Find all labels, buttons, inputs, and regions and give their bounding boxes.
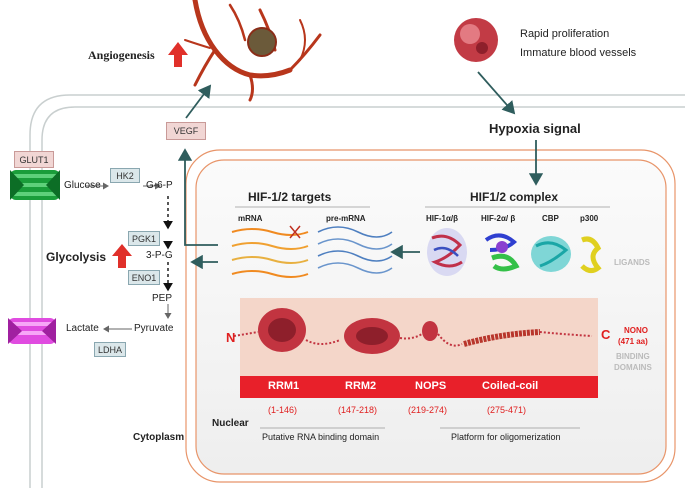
domain-rrm2-range: (147-218) bbox=[338, 405, 378, 415]
domain-nops-range: (219-274) bbox=[408, 405, 448, 415]
glut1-box: GLUT1 bbox=[14, 151, 54, 168]
rapid-proliferation-label: Rapid proliferation bbox=[520, 28, 610, 40]
hif1-label: HIF-1α/β bbox=[426, 214, 459, 223]
eno1-box: ENO1 bbox=[128, 270, 160, 285]
domain-coiled-coil-range: (275-471) bbox=[487, 405, 527, 415]
binding-label: BINDING bbox=[616, 352, 650, 361]
glut1-transporter-icon bbox=[10, 170, 60, 200]
cell-membrane bbox=[29, 94, 685, 488]
nono-length-label: (471 aa) bbox=[618, 337, 648, 346]
tumor-mass-icon bbox=[247, 27, 277, 57]
nuclear-label: Nuclear bbox=[212, 418, 249, 429]
ligands-label: LIGANDS bbox=[614, 258, 650, 267]
c-terminus-label: C bbox=[601, 327, 611, 342]
arrow-targets-to-vegf bbox=[177, 148, 218, 246]
domains-label: DOMAINS bbox=[614, 363, 652, 372]
nono-protein-ribbon-icon bbox=[233, 308, 593, 354]
cbp-label: CBP bbox=[542, 214, 559, 223]
glycolysis-up-arrow-icon bbox=[112, 244, 132, 268]
n-terminus-label: N bbox=[226, 330, 236, 345]
domain-rrm2-label: RRM2 bbox=[345, 380, 377, 392]
hif2-label: HIF-2α/ β bbox=[481, 214, 516, 223]
glycolysis-label: Glycolysis bbox=[46, 250, 107, 264]
rna-binding-label: Putative RNA binding domain bbox=[262, 432, 380, 442]
arrow-vegf-to-angiogenesis bbox=[185, 84, 212, 119]
domain-nops-label: NOPS bbox=[415, 380, 447, 392]
domain-coiled-coil-label: Coiled-coil bbox=[482, 380, 539, 392]
scissors-icon bbox=[289, 225, 301, 239]
pgk1-box: PGK1 bbox=[128, 231, 160, 246]
lactate-transporter-icon bbox=[8, 318, 56, 344]
arrow-tumor-to-hypoxia bbox=[477, 71, 516, 115]
cytoplasm-label: Cytoplasm bbox=[133, 432, 185, 443]
blood-vessel-network-icon bbox=[184, 0, 322, 102]
angiogenesis-up-arrow-icon bbox=[168, 42, 188, 67]
angiogenesis-label: Angiogenesis bbox=[88, 48, 155, 62]
pre-mrna-label: pre-mRNA bbox=[326, 214, 366, 223]
hypoxia-signal-label: Hypoxia signal bbox=[489, 121, 581, 136]
vegf-box: VEGF bbox=[166, 122, 206, 140]
lactate-label: Lactate bbox=[66, 323, 99, 334]
mrna-label: mRNA bbox=[238, 214, 263, 223]
3pg-label: 3-P-G bbox=[146, 250, 173, 261]
domain-bar bbox=[240, 376, 598, 398]
p300-protein-icon bbox=[580, 236, 602, 274]
pep-label: PEP bbox=[152, 293, 173, 304]
domain-rrm1-label: RRM1 bbox=[268, 380, 300, 392]
hif-complex-title: HIF1/2 complex bbox=[470, 190, 559, 204]
hif2-protein-icon bbox=[484, 233, 520, 272]
domain-rrm1-range: (1-146) bbox=[268, 405, 298, 415]
pre-mrna-strands-icon bbox=[317, 226, 393, 274]
glucose-label: Glucose bbox=[64, 180, 101, 191]
nono-name-label: NONO bbox=[624, 326, 648, 335]
cbp-protein-icon bbox=[531, 236, 571, 272]
tumor-cell-icon bbox=[454, 18, 498, 62]
immature-vessels-label: Immature blood vessels bbox=[520, 47, 637, 59]
nucleus-outer bbox=[185, 149, 676, 483]
ldha-box: LDHA bbox=[94, 342, 126, 357]
hif1-protein-icon bbox=[427, 228, 467, 276]
hk2-box: HK2 bbox=[110, 168, 140, 183]
oligomerization-label: Platform for oligomerization bbox=[451, 432, 561, 442]
g6p-label: G-6-P bbox=[146, 180, 173, 191]
pyruvate-label: Pyruvate bbox=[134, 323, 174, 334]
p300-label: p300 bbox=[580, 214, 599, 223]
mrna-strands-icon bbox=[231, 228, 309, 278]
hif-targets-title: HIF-1/2 targets bbox=[248, 190, 332, 204]
